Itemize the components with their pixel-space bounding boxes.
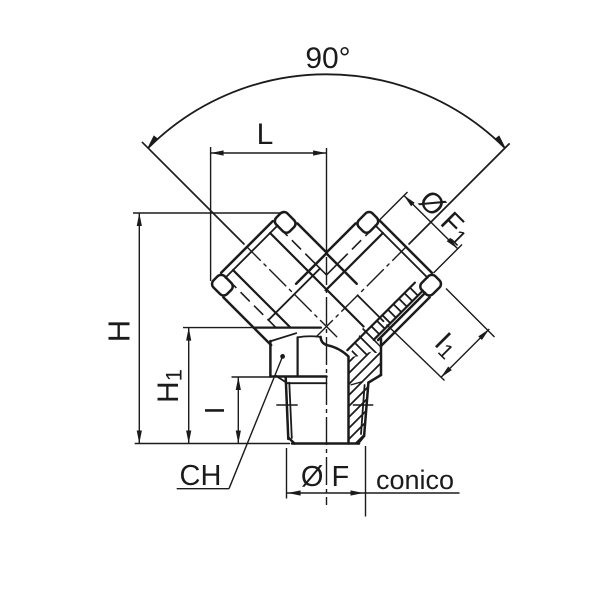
- svg-text:I: I: [199, 407, 230, 415]
- svg-text:90°: 90°: [305, 42, 350, 75]
- svg-text:H: H: [102, 320, 137, 342]
- svg-text:Ø F: Ø F: [301, 461, 349, 493]
- svg-text:CH: CH: [180, 460, 222, 492]
- svg-text:L: L: [257, 118, 274, 151]
- svg-text:conico: conico: [376, 465, 454, 495]
